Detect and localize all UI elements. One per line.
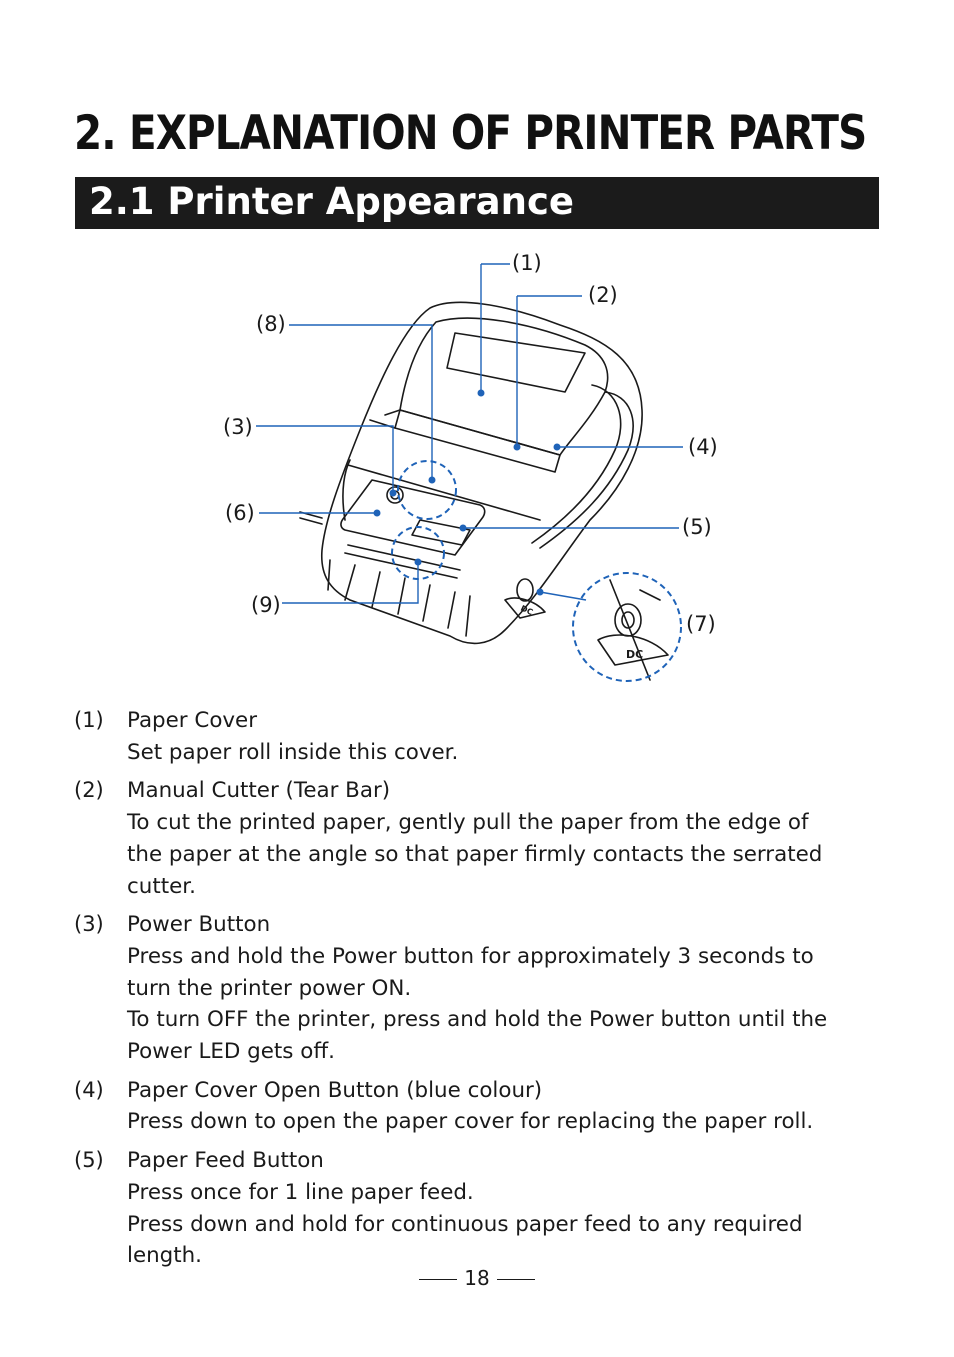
- part-description: Power LED gets off.: [127, 1039, 335, 1065]
- part-name: Power Button: [127, 912, 271, 938]
- part-description: turn the printer power ON.: [127, 975, 412, 1001]
- part-item-cover-open-button: (4) Paper Cover Open Button (blue colour…: [74, 1075, 884, 1138]
- page-footer: 18: [0, 1266, 954, 1290]
- part-description: To turn OFF the printer, press and hold …: [127, 1007, 828, 1033]
- part-number: (2): [74, 778, 104, 803]
- callout-3: (3): [223, 415, 253, 439]
- callout-9: (9): [251, 593, 281, 617]
- callout-1: (1): [512, 251, 542, 275]
- dc-label-zoom: DC: [626, 648, 643, 661]
- callout-5: (5): [682, 515, 712, 539]
- printer-body-outline: [320, 301, 643, 645]
- part-number: (3): [74, 912, 104, 937]
- part-item-power-button: (3) Power Button Press and hold the Powe…: [74, 909, 884, 1068]
- footer-dash-right: [496, 1279, 535, 1280]
- part-description: Set paper roll inside this cover.: [127, 739, 459, 765]
- part-description: the paper at the angle so that paper fir…: [127, 841, 823, 867]
- part-name: Paper Feed Button: [127, 1148, 324, 1174]
- part-description: Press down to open the paper cover for r…: [127, 1109, 814, 1135]
- power-button-shape: [386, 486, 404, 504]
- part-item-paper-cover: (1) Paper Cover Set paper roll inside th…: [74, 705, 884, 768]
- part-name: Paper Cover: [127, 708, 258, 733]
- chapter-title: 2. EXPLANATION OF PRINTER PARTS: [74, 106, 867, 161]
- printer-illustration: DC DC: [256, 263, 683, 682]
- control-panel-outline: [340, 479, 486, 556]
- paper-cover-outline: [399, 317, 609, 456]
- zoom-circle-dc-jack: [572, 572, 682, 682]
- part-item-manual-cutter: (2) Manual Cutter (Tear Bar) To cut the …: [74, 775, 884, 902]
- part-name: Manual Cutter (Tear Bar): [127, 778, 391, 804]
- part-number: (5): [74, 1148, 104, 1173]
- page-number: 18: [464, 1266, 490, 1290]
- section-header-bar: 2.1 Printer Appearance: [75, 177, 879, 229]
- printer-figure: DC DC: [0, 240, 954, 700]
- callout-4: (4): [688, 435, 718, 459]
- part-description: Press down and hold for continuous paper…: [127, 1211, 803, 1237]
- callout-6: (6): [225, 501, 255, 525]
- callout-8: (8): [256, 312, 286, 336]
- parts-list: (1) Paper Cover Set paper roll inside th…: [74, 705, 884, 1279]
- cover-window: [446, 332, 586, 393]
- part-name: Paper Cover Open Button (blue colour): [127, 1077, 543, 1103]
- callout-2: (2): [588, 283, 618, 307]
- part-description: Press once for 1 line paper feed.: [127, 1179, 474, 1205]
- part-description: Press and hold the Power button for appr…: [127, 943, 814, 969]
- part-description: length.: [127, 1243, 202, 1269]
- section-title: 2.1 Printer Appearance: [89, 180, 574, 223]
- callout-7: (7): [686, 612, 716, 636]
- part-item-paper-feed-button: (5) Paper Feed Button Press once for 1 l…: [74, 1145, 884, 1272]
- part-number: (4): [74, 1077, 104, 1102]
- feed-button-shape: [411, 519, 471, 546]
- part-number: (1): [74, 708, 104, 732]
- part-description: cutter.: [127, 873, 196, 899]
- highlight-circle-power-led: [397, 460, 457, 520]
- footer-dash-left: [419, 1279, 458, 1280]
- part-description: To cut the printed paper, gently pull th…: [127, 810, 809, 836]
